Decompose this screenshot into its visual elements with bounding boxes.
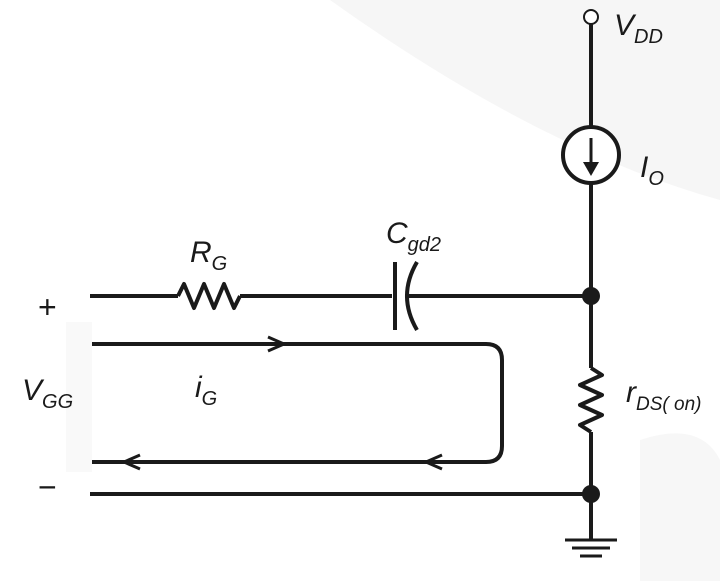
rg-label: RG bbox=[190, 236, 227, 275]
vgg-source-gap bbox=[66, 322, 92, 472]
current-arrow-head bbox=[583, 162, 599, 176]
vgg-label: VGG bbox=[22, 374, 73, 413]
background-watermark-lower bbox=[640, 433, 720, 581]
io-label: IO bbox=[640, 151, 664, 190]
minus-sign: − bbox=[38, 469, 57, 505]
vdd-label: VDD bbox=[614, 9, 663, 48]
plus-sign: + bbox=[38, 289, 57, 325]
vdd-terminal bbox=[583, 9, 599, 25]
ig-label: iG bbox=[195, 371, 217, 410]
gate-current-loop bbox=[92, 342, 504, 464]
current-source bbox=[561, 125, 621, 185]
loop-arrow-bottom-left bbox=[120, 453, 141, 471]
loop-arrow-top bbox=[267, 335, 288, 353]
resistor-rds-on bbox=[578, 366, 604, 434]
background-watermark bbox=[330, 0, 720, 200]
loop-arrow-bottom-right bbox=[422, 453, 443, 471]
cgd2-label: Cgd2 bbox=[386, 217, 441, 256]
gate-resistor-rg bbox=[176, 282, 242, 310]
rds-on-label: rDS( on) bbox=[626, 376, 701, 415]
ground-icon bbox=[565, 538, 617, 558]
